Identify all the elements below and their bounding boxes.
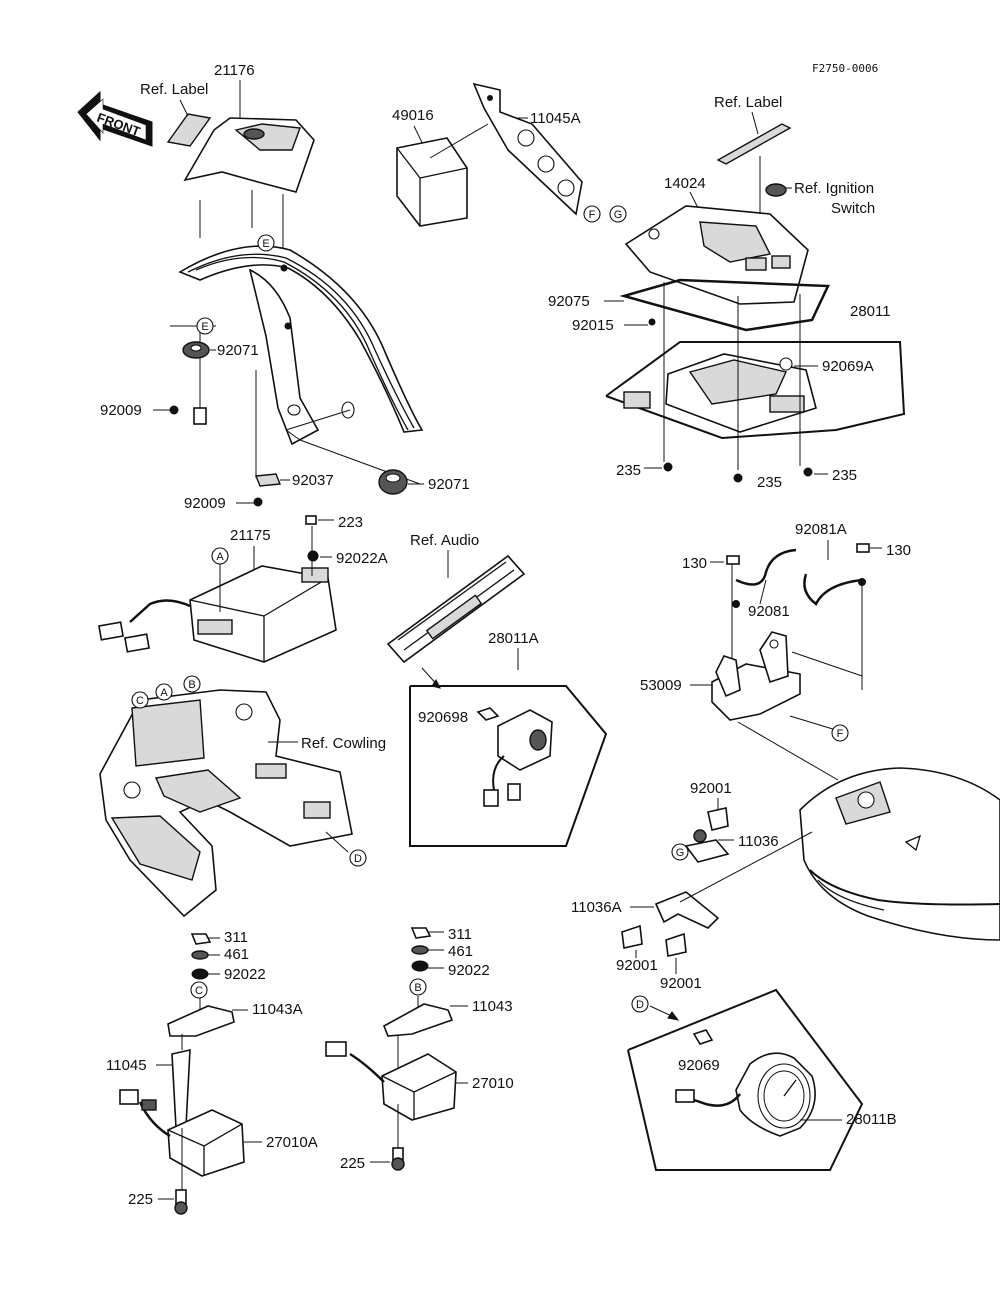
part-28011B: 28011B — [846, 1111, 897, 1128]
part-92009-b: 92009 — [184, 495, 226, 512]
part-92022-a: 92022 — [224, 966, 266, 983]
part-11045: 11045 — [106, 1057, 147, 1074]
wire-92081 — [735, 548, 797, 586]
part-92037: 92037 — [292, 472, 334, 489]
relay-27010 — [325, 1041, 457, 1121]
wire-92081A — [803, 573, 863, 606]
part-92001-c: 92001 — [660, 975, 702, 992]
figure-code: F2750-0006 — [812, 62, 878, 75]
part-28011: 28011 — [850, 303, 891, 320]
bracket-53009 — [711, 631, 801, 721]
ref-marker-b-cowl: B — [188, 679, 195, 691]
part-14024: 14024 — [664, 175, 706, 192]
part-92015: 92015 — [572, 317, 614, 334]
part-92001-b: 92001 — [616, 957, 658, 974]
part-27010A: 27010A — [266, 1134, 318, 1151]
part-130-b: 130 — [886, 542, 911, 559]
sub-assembly-28011A — [483, 709, 553, 807]
ref-cowling: Ref. Cowling — [301, 735, 386, 752]
fuel-tank — [799, 767, 1000, 941]
part-311-b: 311 — [448, 926, 472, 943]
part-11036: 11036 — [738, 833, 779, 850]
part-235-c: 235 — [832, 467, 857, 484]
part-11036A: 11036A — [571, 899, 622, 916]
ref-marker-g-top: G — [614, 209, 623, 221]
meter-assembly-28011 — [623, 353, 817, 433]
part-49016: 49016 — [392, 107, 434, 124]
meter-case-14024 — [624, 205, 809, 305]
ref-label-top-left: Ref. Label — [140, 81, 208, 98]
part-461-a: 461 — [224, 946, 249, 963]
part-223: 223 — [338, 514, 363, 531]
box-49016 — [396, 137, 468, 227]
part-92071-b: 92071 — [428, 476, 470, 493]
meter-cover-21176 — [183, 117, 315, 193]
front-arrow-icon: FRONT — [77, 90, 153, 147]
part-92071-a: 92071 — [217, 342, 259, 359]
stay-11036 — [684, 839, 730, 863]
plate-11045 — [171, 1048, 191, 1129]
part-235-a: 235 — [616, 462, 641, 479]
ref-label-plate — [166, 113, 212, 147]
ref-marker-b-bottom: B — [414, 982, 421, 994]
audio-unit — [386, 554, 526, 664]
bracket-11045A — [472, 82, 583, 216]
clip-92037 — [255, 473, 281, 487]
part-92069: 92069 — [678, 1057, 720, 1074]
fender — [178, 245, 424, 446]
ref-marker-d-cowl: D — [354, 853, 362, 865]
controller-21175 — [98, 565, 337, 663]
part-92081: 92081 — [748, 603, 790, 620]
bracket-11036A — [654, 891, 720, 929]
ref-marker-a-cowl: A — [160, 687, 168, 699]
part-27010: 27010 — [472, 1075, 514, 1092]
part-92022A: 92022A — [336, 550, 388, 567]
part-235-b: 235 — [757, 474, 782, 491]
part-461-b: 461 — [448, 943, 473, 960]
gasket-92075 — [619, 278, 830, 332]
ref-marker-f-top: F — [589, 209, 596, 221]
part-311-a: 311 — [224, 929, 248, 946]
relay-27010A — [119, 1089, 245, 1177]
ref-marker-g-right: G — [676, 847, 685, 859]
part-130-a: 130 — [682, 555, 707, 572]
part-92081A: 92081A — [795, 521, 847, 538]
ref-marker-f-right: F — [837, 728, 844, 740]
part-53009: 53009 — [640, 677, 682, 694]
ref-label-strip — [716, 123, 792, 165]
ref-marker-c-cowl: C — [136, 695, 144, 707]
part-225-b: 225 — [340, 1155, 365, 1172]
ref-marker-e-mid: E — [201, 321, 208, 333]
ref-marker-a-mid: A — [216, 551, 224, 563]
ref-marker-d-bottom: D — [636, 999, 644, 1011]
part-28011A: 28011A — [488, 630, 539, 647]
frame-28011B — [627, 988, 864, 1171]
speedometer-28011B — [675, 1052, 816, 1137]
part-92022-b: 92022 — [448, 962, 490, 979]
part-92001-a: 92001 — [690, 780, 732, 797]
part-21176: 21176 — [214, 62, 255, 79]
ref-label-top-right: Ref. Label — [714, 94, 782, 111]
part-92069A: 92069A — [822, 358, 874, 375]
part-225-a: 225 — [128, 1191, 153, 1208]
frame-28011A — [409, 685, 608, 847]
frame-28011 — [605, 341, 906, 440]
ignition-switch-icon — [765, 183, 787, 197]
part-21175: 21175 — [230, 527, 271, 544]
ref-audio: Ref. Audio — [410, 532, 479, 549]
part-11043: 11043 — [472, 998, 513, 1015]
part-11043A: 11043A — [252, 1001, 303, 1018]
part-920698: 920698 — [418, 709, 468, 726]
bracket-11043 — [382, 1003, 454, 1037]
ref-marker-c-bottom: C — [195, 985, 203, 997]
part-92075: 92075 — [548, 293, 590, 310]
ref-ignition-line2: Switch — [831, 200, 875, 217]
part-11045A: 11045A — [530, 110, 581, 127]
cowling — [99, 689, 353, 918]
bracket-11043A — [167, 1005, 235, 1037]
part-92009-a: 92009 — [100, 402, 142, 419]
ref-ignition-line1: Ref. Ignition — [794, 180, 874, 197]
ref-marker-e-top: E — [262, 238, 269, 250]
